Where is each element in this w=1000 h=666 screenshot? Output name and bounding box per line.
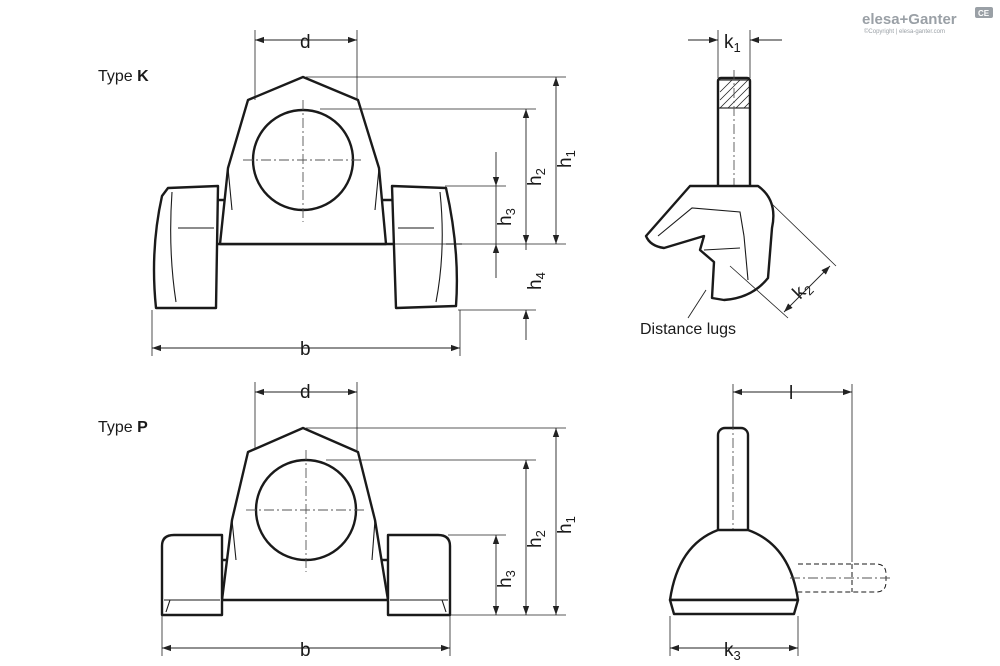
type-p-label: Type P	[98, 419, 148, 436]
label-k2: k2	[789, 277, 817, 305]
label-b-k: b	[300, 339, 311, 360]
label-h4-k: h4	[525, 272, 548, 290]
label-h2-k: h2	[525, 168, 548, 186]
distance-lugs-label: Distance lugs	[640, 321, 736, 338]
label-k3: k3	[724, 640, 741, 663]
label-d-p: d	[300, 382, 311, 403]
type-p-front-view	[160, 382, 566, 656]
dim-k2	[783, 265, 831, 313]
brand-logo: elesa+Ganter CE ©Copyright | elesa-gante…	[862, 7, 993, 35]
label-h2-p: h2	[525, 530, 548, 548]
label-k1: k1	[724, 32, 741, 55]
left-lever-k	[152, 184, 220, 310]
label-h3-p: h3	[495, 570, 518, 588]
label-d-k: d	[300, 32, 311, 53]
label-h1-p: h1	[555, 516, 578, 534]
distance-lugs-leader	[687, 289, 707, 319]
label-b-p: b	[300, 640, 311, 661]
right-lever-k	[390, 184, 459, 310]
left-pad-p	[160, 533, 224, 617]
label-l: l	[789, 383, 793, 404]
pad-section-p	[668, 528, 800, 602]
type-k-front-view	[151, 30, 566, 356]
right-pad-p	[386, 533, 452, 617]
label-h1-k: h1	[555, 150, 578, 168]
type-p-side-view	[668, 384, 892, 656]
label-h3-k: h3	[495, 208, 518, 226]
type-k-label: Type K	[98, 68, 149, 85]
lever-section-k	[644, 184, 775, 302]
type-k-side-view	[644, 30, 837, 319]
svg-text:CE: CE	[978, 9, 990, 18]
svg-text:©Copyright | elesa-ganter.com: ©Copyright | elesa-ganter.com	[864, 28, 945, 35]
svg-text:elesa+Ganter: elesa+Ganter	[862, 11, 957, 28]
